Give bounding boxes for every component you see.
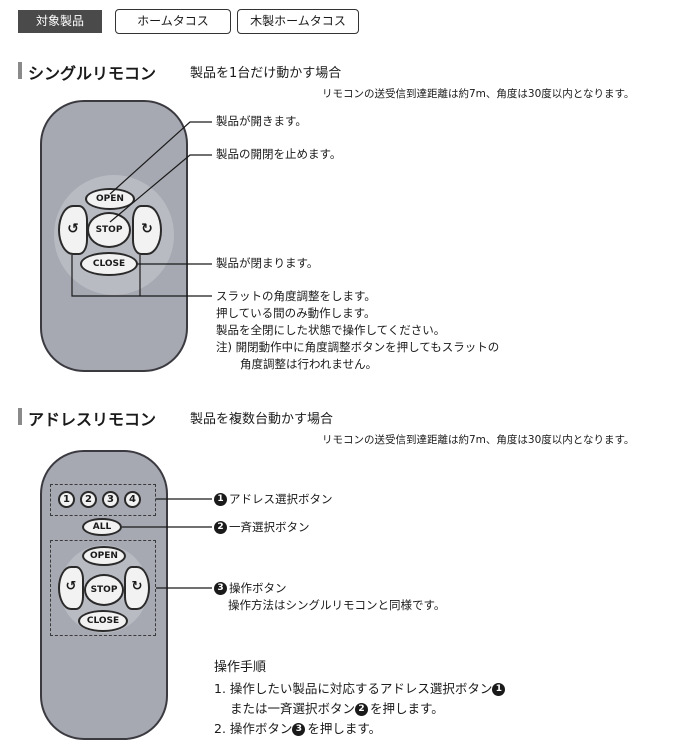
address-slat-right-button[interactable]: ↻: [124, 566, 150, 610]
address-2-button[interactable]: 2: [80, 491, 97, 508]
single-slat-left-button[interactable]: ↺: [58, 205, 88, 255]
rotate-cw-icon: ↻: [131, 579, 143, 594]
bullet-1: 1: [214, 493, 227, 506]
address-1-button[interactable]: 1: [58, 491, 75, 508]
callout-stop: [109, 154, 212, 223]
single-slat-line3: 製品を全閉にした状態で操作してください。: [216, 323, 446, 337]
bullet-1: 1: [492, 683, 506, 696]
bullet-3: 3: [214, 582, 227, 595]
single-close-button[interactable]: CLOSE: [80, 252, 138, 276]
target-products-label: 対象製品: [18, 10, 102, 33]
address-remote-subtitle: 製品を複数台動かす場合: [190, 412, 334, 427]
single-slat-label: スラットの角度調整をします。: [216, 289, 376, 303]
address-remote-note: リモコンの送受信到達距離は約7m、角度は30度以内となります。: [322, 434, 635, 446]
address-buttons-group: [50, 484, 156, 516]
single-open-label: 製品が開きます。: [216, 114, 307, 128]
single-open-button[interactable]: OPEN: [85, 188, 135, 210]
operation-desc: 操作方法はシングルリモコンと同様です。: [228, 598, 446, 612]
single-slat-line2: 押している間のみ動作します。: [216, 306, 376, 320]
rotate-ccw-icon: ↺: [65, 579, 77, 594]
address-remote-title: アドレスリモコン: [28, 410, 157, 429]
bullet-2: 2: [355, 703, 369, 716]
all-select-button[interactable]: ALL: [82, 518, 122, 536]
address-close-button[interactable]: CLOSE: [78, 610, 128, 632]
rotate-cw-icon: ↻: [141, 221, 153, 237]
operation-buttons-group: [50, 540, 156, 636]
callout-open: [109, 121, 212, 195]
single-stop-label: 製品の開閉を止めます。: [216, 147, 342, 161]
address-3-button[interactable]: 3: [102, 491, 119, 508]
single-slat-right-button[interactable]: ↻: [132, 205, 162, 255]
steps-heading: 操作手順: [214, 660, 267, 675]
section-marker: [18, 408, 22, 425]
single-close-label: 製品が閉まります。: [216, 256, 319, 270]
single-remote-title: シングルリモコン: [28, 64, 157, 83]
address-open-button[interactable]: OPEN: [82, 546, 126, 566]
address-4-button[interactable]: 4: [124, 491, 141, 508]
single-slat-note-cont: 角度調整は行われません。: [240, 357, 378, 371]
section-marker: [18, 62, 22, 79]
single-remote-note: リモコンの送受信到達距離は約7m、角度は30度以内となります。: [322, 88, 635, 100]
address-stop-button[interactable]: STOP: [84, 574, 124, 606]
single-stop-button[interactable]: STOP: [87, 212, 131, 248]
bullet-2: 2: [214, 521, 227, 534]
product-tag-wooden-home-tacos: 木製ホームタコス: [237, 9, 359, 34]
single-remote-subtitle: 製品を1台だけ動かす場合: [190, 66, 342, 81]
bullet-3: 3: [292, 723, 306, 736]
address-slat-left-button[interactable]: ↺: [58, 566, 84, 610]
single-slat-note: 注) 開閉動作中に角度調整ボタンを押してもスラットの: [216, 340, 500, 354]
callout-slat-left: [71, 255, 212, 297]
product-tag-home-tacos: ホームタコス: [115, 9, 231, 34]
rotate-ccw-icon: ↺: [67, 221, 79, 237]
